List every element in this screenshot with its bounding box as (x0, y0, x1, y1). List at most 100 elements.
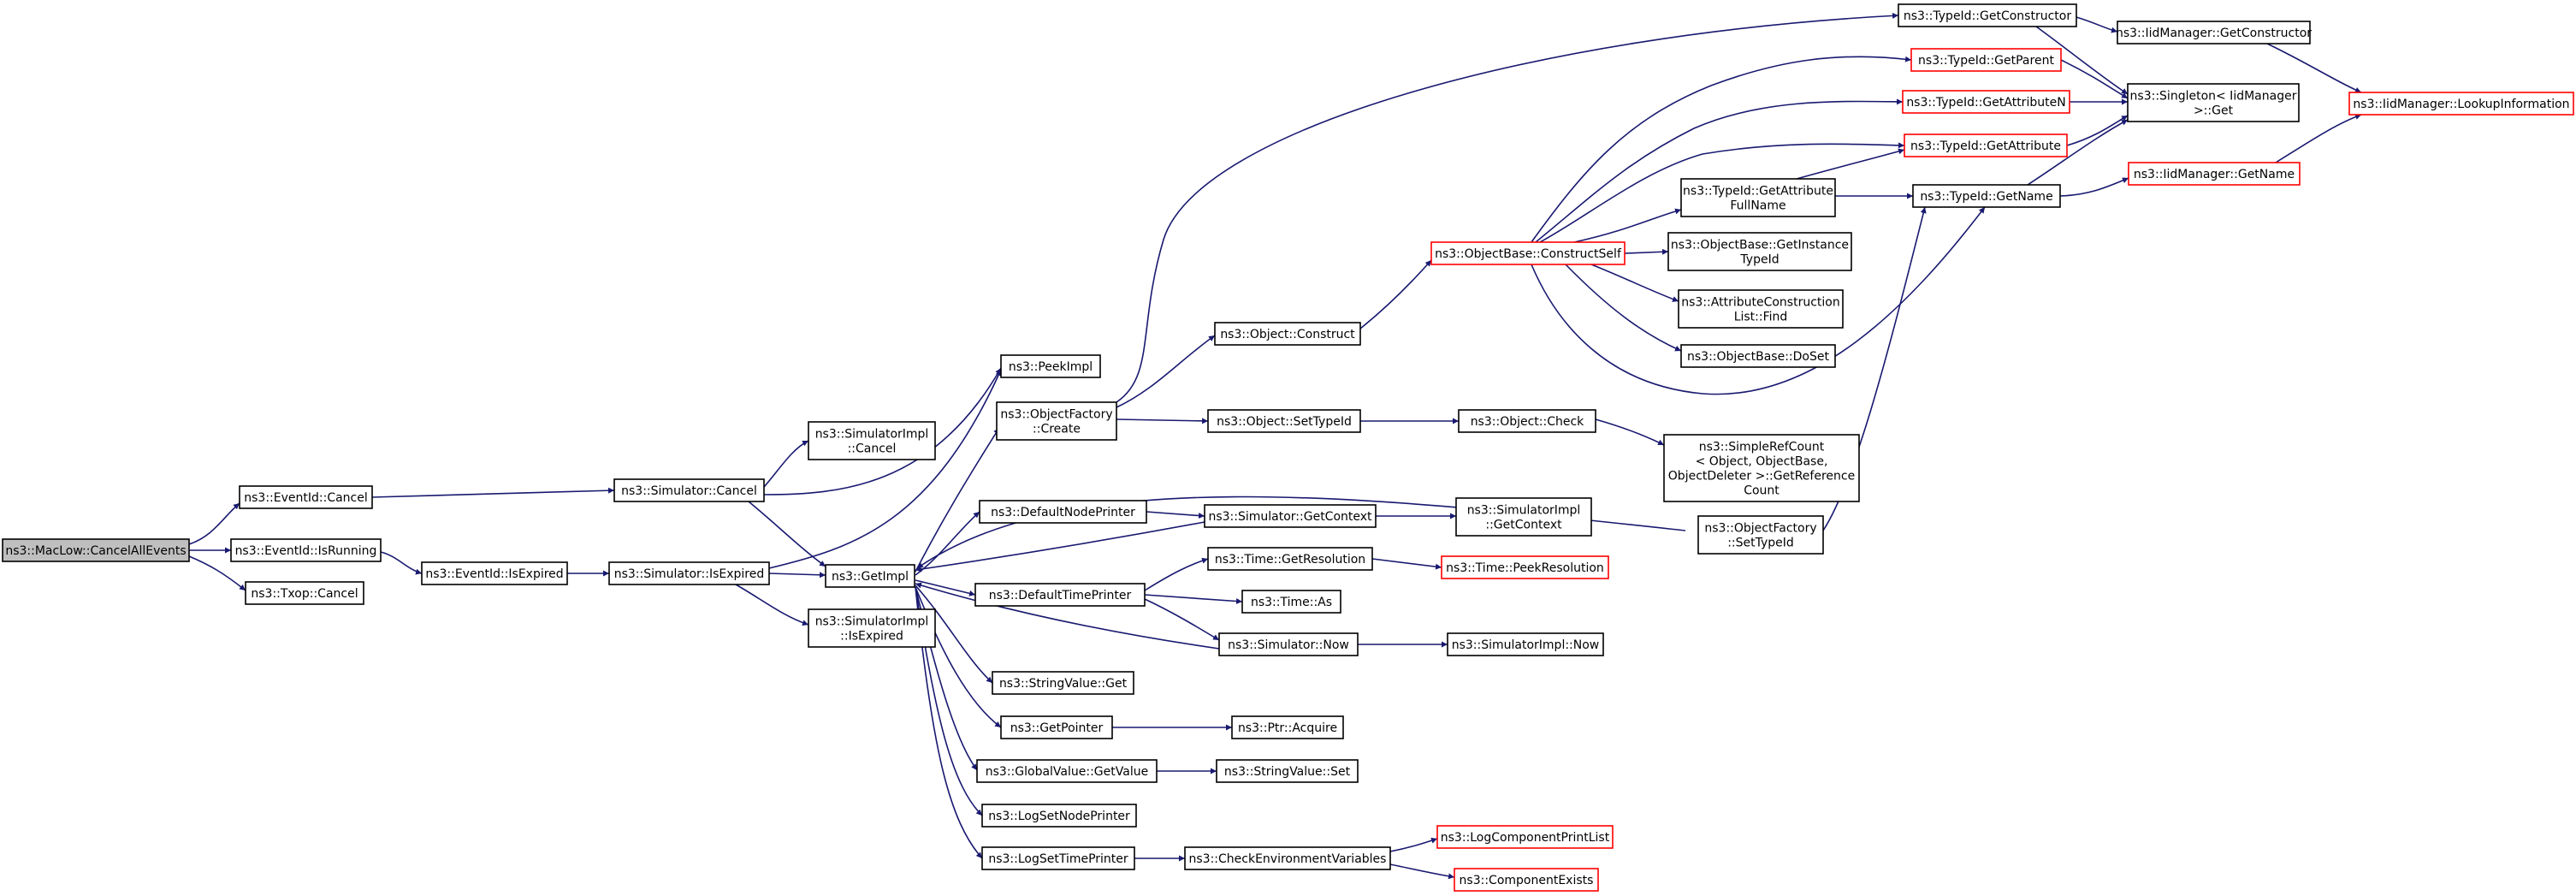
node-label: ns3::Txop::Cancel (251, 587, 358, 601)
call-edge (1624, 248, 1669, 255)
node-label: ns3::IidManager::GetConstructor (2116, 27, 2312, 40)
node-simplerefcount[interactable]: ns3::SimpleRefCount< Object, ObjectBase,… (1663, 434, 1860, 502)
node-componentexists[interactable]: ns3::ComponentExists (1454, 868, 1599, 892)
call-edge (1116, 335, 1216, 408)
node-iidmanager-getconstructor[interactable]: ns3::IidManager::GetConstructor (2116, 21, 2312, 45)
node-label: ns3::Time::PeekResolution (1446, 561, 1604, 575)
node-logsetnodeprinter[interactable]: ns3::LogSetNodePrinter (981, 804, 1137, 828)
node-time-getresolution[interactable]: ns3::Time::GetResolution (1207, 547, 1373, 571)
node-simulator-isexpired[interactable]: ns3::Simulator::IsExpired (608, 561, 770, 585)
node-simimpl-now[interactable]: ns3::SimulatorImpl::Now (1447, 632, 1604, 656)
node-getpointer[interactable]: ns3::GetPointer (1000, 715, 1113, 739)
node-peekimpl[interactable]: ns3::PeekImpl (1000, 354, 1101, 378)
node-default-time-printer[interactable]: ns3::DefaultTimePrinter (974, 583, 1146, 607)
node-box (239, 485, 373, 509)
node-label: ns3::LogSetTimePrinter (988, 852, 1128, 866)
node-box (2117, 21, 2311, 45)
node-simulator-now[interactable]: ns3::Simulator::Now (1218, 632, 1359, 656)
node-check-env[interactable]: ns3::CheckEnvironmentVariables (1184, 846, 1391, 870)
node-label: ns3::IidManager::GetName (2134, 168, 2295, 181)
node-label: ns3::Simulator::IsExpired (614, 567, 765, 581)
node-objfactory-settypeid[interactable]: ns3::ObjectFactory::SetTypeId (1697, 515, 1824, 555)
node-box (1216, 759, 1359, 783)
node-logcomponentprintlist[interactable]: ns3::LogComponentPrintList (1436, 825, 1614, 849)
node-label: ns3::AttributeConstruction (1681, 296, 1839, 310)
call-edge (748, 501, 826, 567)
node-objectbase-doset[interactable]: ns3::ObjectBase::DoSet (1680, 344, 1836, 368)
node-iidmanager-lookupinformation[interactable]: ns3::IidManager::LookupInformation (2348, 92, 2574, 116)
call-edge (915, 521, 1205, 573)
node-box (992, 671, 1134, 695)
node-label: ns3::Singleton< IidManager (2130, 90, 2297, 104)
node-ptr-acquire[interactable]: ns3::Ptr::Acquire (1231, 715, 1344, 739)
node-time-peekresolution[interactable]: ns3::Time::PeekResolution (1441, 555, 1609, 579)
call-edges (188, 12, 2362, 880)
node-box (2348, 92, 2574, 116)
node-simimpl-cancel[interactable]: ns3::SimulatorImpl::Cancel (808, 421, 936, 460)
node-singleton-get[interactable]: ns3::Singleton< IidManager >::Get (2127, 83, 2300, 122)
node-simulator-getcontext[interactable]: ns3::Simulator::GetContext (1204, 504, 1377, 528)
node-getimpl[interactable]: ns3::GetImpl (825, 564, 915, 588)
call-edge (2076, 16, 2118, 33)
node-label: List::Find (1734, 311, 1788, 324)
node-stringvalue-get[interactable]: ns3::StringValue::Get (992, 671, 1134, 695)
node-simimpl-getcontext[interactable]: ns3::SimulatorImpl::GetContext (1455, 497, 1592, 537)
node-typeid-getattribute[interactable]: ns3::TypeId::GetAttribute (1904, 134, 2068, 157)
node-txop-cancel[interactable]: ns3::Txop::Cancel (245, 581, 364, 605)
node-box (613, 478, 765, 502)
node-object-check[interactable]: ns3::Object::Check (1458, 409, 1596, 433)
node-label: ns3::EventId::IsRunning (235, 544, 377, 558)
node-label: ns3::DefaultNodePrinter (991, 506, 1135, 519)
node-label: TypeId (1739, 253, 1779, 267)
node-typeid-getattributen[interactable]: ns3::TypeId::GetAttributeN (1902, 90, 2070, 114)
node-box (1000, 715, 1113, 739)
node-stringvalue-set[interactable]: ns3::StringValue::Set (1216, 759, 1359, 783)
call-edge (1573, 208, 1682, 243)
node-label: ns3::EventId::Cancel (244, 491, 368, 505)
node-label: ns3::SimulatorImpl (815, 428, 929, 442)
node-time-as[interactable]: ns3::Time::As (1241, 590, 1341, 614)
node-object-construct[interactable]: ns3::Object::Construct (1214, 322, 1361, 346)
node-objfactory-create[interactable]: ns3::ObjectFactory::Create (996, 401, 1117, 441)
node-label: ::Create (1033, 423, 1081, 436)
node-globalvalue-getvalue[interactable]: ns3::GlobalValue::GetValue (976, 759, 1158, 783)
node-typeid-getname[interactable]: ns3::TypeId::GetName (1912, 184, 2061, 208)
node-simimpl-isexpired[interactable]: ns3::SimulatorImpl::IsExpired (808, 608, 936, 648)
node-iidmanager-getname[interactable]: ns3::IidManager::GetName (2128, 162, 2301, 186)
node-label: >::Get (2194, 104, 2234, 118)
call-edge (735, 584, 809, 626)
node-box (979, 500, 1147, 524)
node-box (1898, 3, 2077, 27)
node-eventid-isexpired[interactable]: ns3::EventId::IsExpired (421, 561, 568, 585)
node-typeid-getconstructor[interactable]: ns3::TypeId::GetConstructor (1898, 3, 2077, 27)
node-box (1231, 715, 1344, 739)
node-eventid-isrunning[interactable]: ns3::EventId::IsRunning (230, 538, 382, 562)
call-edge (915, 584, 993, 684)
call-edge (1531, 206, 1986, 395)
node-box (825, 564, 915, 588)
node-box (1680, 344, 1836, 368)
node-label: ns3::TypeId::GetConstructor (1904, 9, 2071, 23)
node-logsettimeprinter[interactable]: ns3::LogSetTimePrinter (981, 846, 1135, 870)
node-eventid-cancel[interactable]: ns3::EventId::Cancel (239, 485, 373, 509)
node-default-node-printer[interactable]: ns3::DefaultNodePrinter (979, 500, 1147, 524)
node-label: ns3::Object::SetTypeId (1217, 415, 1352, 429)
node-typeid-getparent[interactable]: ns3::TypeId::GetParent (1910, 48, 2062, 72)
node-box (1000, 354, 1101, 378)
node-object-settypeid[interactable]: ns3::Object::SetTypeId (1207, 409, 1361, 433)
call-edge (1144, 598, 1220, 641)
node-root[interactable]: ns3::MacLow::CancelAllEvents (2, 538, 190, 562)
node-label: ObjectDeleter >::GetReference (1668, 470, 1855, 484)
call-edge (188, 502, 240, 545)
node-objectbase-constructself[interactable]: ns3::ObjectBase::ConstructSelf (1430, 241, 1626, 265)
node-box (2128, 162, 2301, 186)
call-edge (188, 555, 246, 591)
call-edge (768, 369, 1002, 569)
node-simulator-cancel[interactable]: ns3::Simulator::Cancel (613, 478, 765, 502)
node-label: FullName (1730, 199, 1785, 213)
node-label: ns3::ObjectFactory (1704, 522, 1816, 536)
node-box (1214, 322, 1361, 346)
